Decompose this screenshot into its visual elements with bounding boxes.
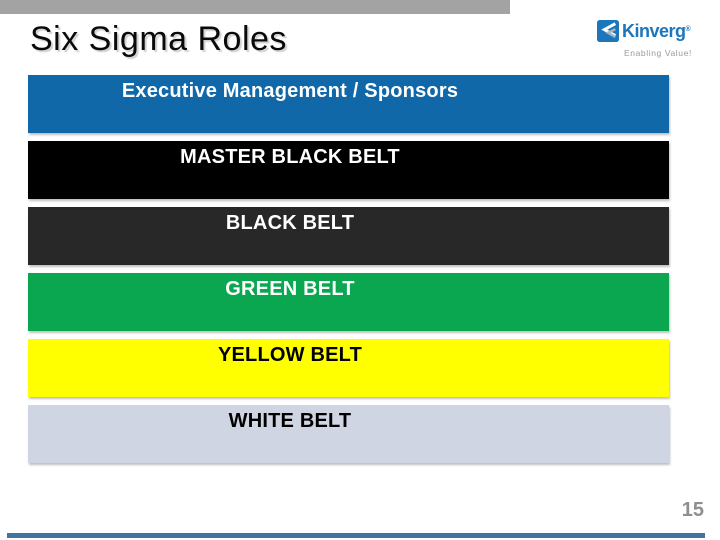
role-label: GREEN BELT xyxy=(225,278,355,300)
role-bar: GREEN BELT xyxy=(28,273,669,331)
registered-trademark: ® xyxy=(685,26,691,33)
kinverg-logo: Kinverg® Enabling Value! xyxy=(597,20,707,58)
logo-tagline: Enabling Value! xyxy=(624,48,692,58)
role-bar: WHITE BELT xyxy=(28,405,669,463)
role-label: WHITE BELT xyxy=(228,410,352,432)
kinverg-chevron-icon xyxy=(597,20,619,47)
role-bar: BLACK BELT xyxy=(28,207,669,265)
bottom-rule-line xyxy=(7,533,705,538)
role-label: YELLOW BELT xyxy=(217,344,363,366)
role-bar: MASTER BLACK BELT xyxy=(28,141,669,199)
page-number: 15 xyxy=(681,499,704,521)
role-label: Executive Management / Sponsors xyxy=(121,80,459,102)
role-label: BLACK BELT xyxy=(225,212,355,234)
role-bar: YELLOW BELT xyxy=(28,339,669,397)
logo-brand-text: Kinverg® xyxy=(622,21,691,41)
top-gray-bar xyxy=(0,0,510,14)
role-bar: Executive Management / Sponsors xyxy=(28,75,669,133)
slide-title: Six Sigma Roles xyxy=(30,20,287,58)
role-label: MASTER BLACK BELT xyxy=(180,146,400,168)
